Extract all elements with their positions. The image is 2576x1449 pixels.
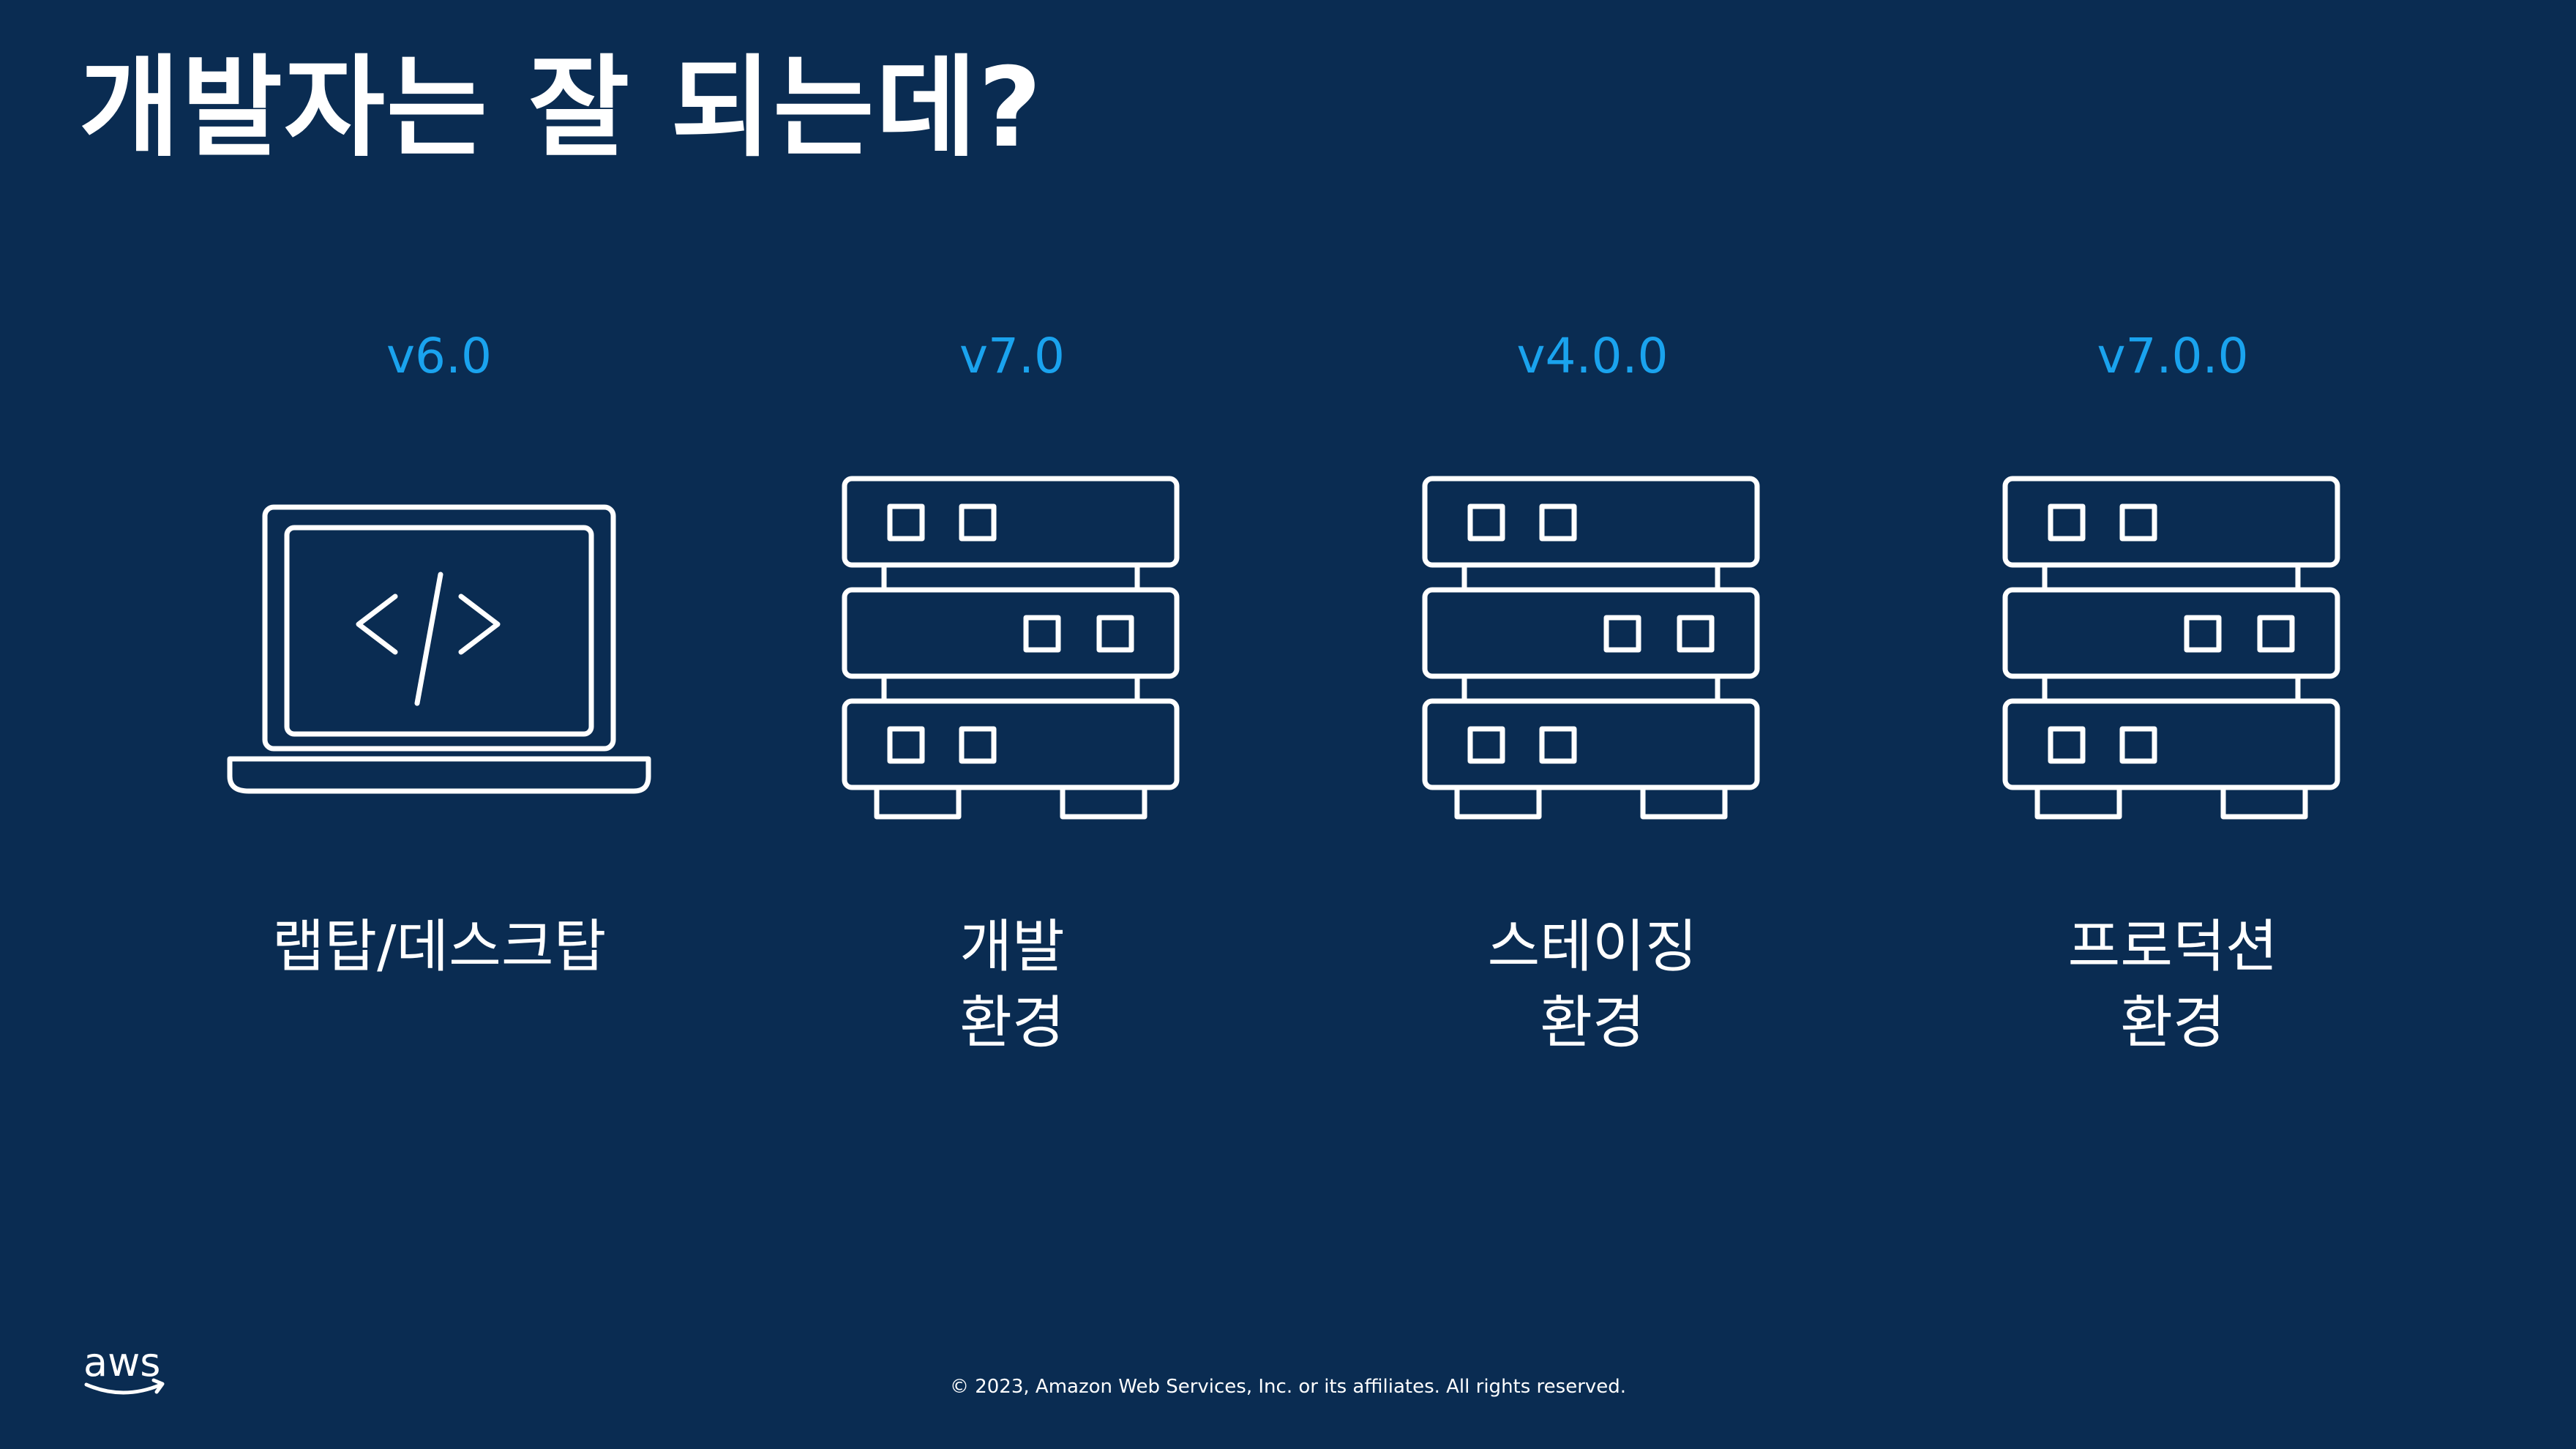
env-column-staging: v4.0.0 스테이징 환경 <box>1366 0 1819 1171</box>
version-label: v7.0 <box>959 328 1066 384</box>
server-rack-icon <box>1946 474 2400 831</box>
server-rack-icon <box>785 474 1239 831</box>
aws-logo-icon: aws <box>83 1344 165 1395</box>
server-rack-icon <box>1366 474 1819 831</box>
env-label: 프로덕션 환경 <box>2067 914 2278 1056</box>
slide-title: 개발자는 잘 되는데? <box>79 45 1044 172</box>
env-column-dev: v7.0 개발 환경 <box>785 0 1239 1171</box>
env-label: 스테이징 환경 <box>1487 914 1698 1056</box>
env-column-production: v7.0.0 프로덕션 환경 <box>1946 0 2400 1171</box>
version-label: v4.0.0 <box>1516 328 1669 384</box>
version-label: v6.0 <box>386 328 493 384</box>
env-column-laptop: v6.0 랩탑/데스크탑 <box>212 0 666 1171</box>
copyright-text: © 2023, Amazon Web Services, Inc. or its… <box>949 1376 1627 1398</box>
laptop-code-icon <box>212 501 666 794</box>
env-label: 개발 환경 <box>959 914 1065 1056</box>
env-label: 랩탑/데스크탑 <box>272 914 607 980</box>
aws-logo-text: aws <box>83 1344 160 1385</box>
version-label: v7.0.0 <box>2097 328 2249 384</box>
